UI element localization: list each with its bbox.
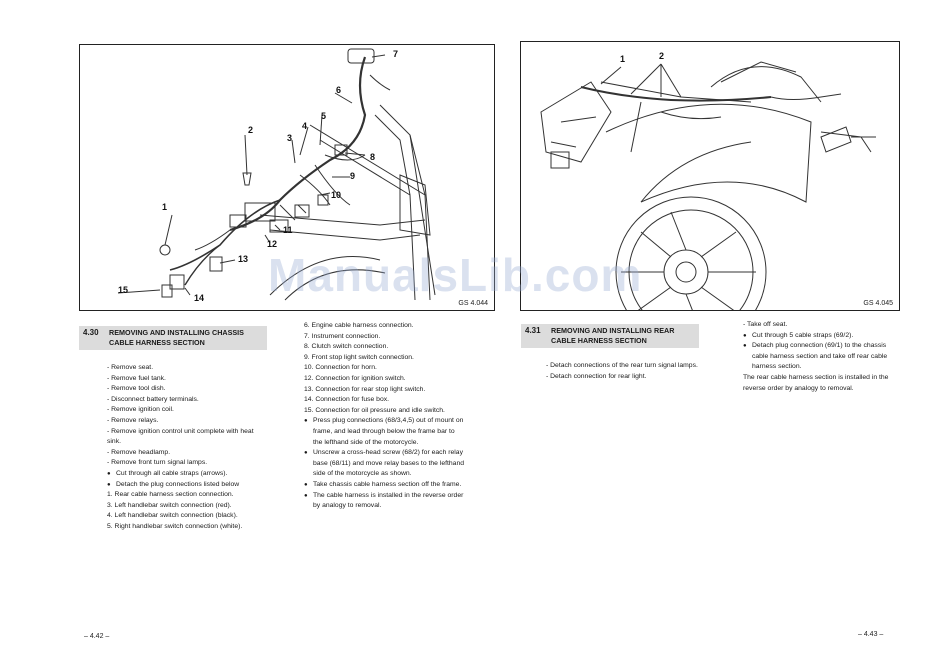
section-title-line2: CABLE HARNESS SECTION bbox=[109, 338, 205, 347]
step: - Detach connections of the rear turn si… bbox=[546, 362, 698, 369]
step: - Remove headlamp. bbox=[107, 448, 171, 456]
bullet: Cut through all cable straps (arrows). bbox=[107, 469, 265, 480]
step: - Disconnect battery terminals. bbox=[107, 395, 199, 403]
section-number: 4.31 bbox=[525, 326, 541, 335]
section-title-line1: REMOVING AND INSTALLING REAR bbox=[551, 326, 675, 335]
right-figure-rear-harness: 1 2 GS 4.045 bbox=[520, 41, 900, 311]
section-4-30-col1: - Remove seat. - Remove fuel tank. - Rem… bbox=[107, 363, 265, 533]
section-title-line2: CABLE HARNESS SECTION bbox=[551, 336, 647, 345]
rear-harness-drawing bbox=[540, 61, 876, 310]
chassis-harness-drawing bbox=[117, 48, 436, 301]
section-4-30-col2: 6. Engine cable harness connection. 7. I… bbox=[304, 321, 464, 512]
callout-5: 5 bbox=[321, 111, 327, 121]
numbered-item: 6. Engine cable harness connection. bbox=[304, 322, 414, 329]
closing-note: The rear cable harness section is instal… bbox=[743, 373, 889, 392]
numbered-item: 7. Instrument connection. bbox=[304, 332, 381, 340]
bullet: Unscrew a cross-head screw (68/2) for ea… bbox=[304, 448, 464, 480]
watermark: ManualsLib.com bbox=[268, 249, 643, 301]
page-number-left: – 4.42 – bbox=[84, 633, 110, 640]
callout-8: 8 bbox=[370, 152, 376, 162]
numbered-item: 15. Connection for oil pressure and idle… bbox=[304, 406, 445, 414]
step: - Remove ignition coil. bbox=[107, 406, 174, 414]
bullet: Press plug connections (68/3,4,5) out of… bbox=[304, 416, 464, 448]
callout-15: 15 bbox=[118, 285, 129, 295]
step: - Remove front turn signal lamps. bbox=[107, 459, 208, 467]
numbered-item: 13. Connection for rear stop light switc… bbox=[304, 385, 426, 393]
callout-2: 2 bbox=[248, 125, 254, 135]
step: - Remove seat. bbox=[107, 364, 154, 371]
callout-10: 10 bbox=[331, 190, 342, 200]
section-4-30-heading: 4.30 REMOVING AND INSTALLING CHASSIS CABL… bbox=[79, 326, 267, 350]
section-title-line1: REMOVING AND INSTALLING CHASSIS bbox=[109, 328, 244, 337]
step: - Take off seat. bbox=[743, 321, 788, 328]
callout-12: 12 bbox=[267, 239, 278, 249]
section-4-31-col2: - Take off seat. Cut through 5 cable str… bbox=[743, 320, 896, 394]
step: - Remove tool dish. bbox=[107, 385, 166, 393]
section-4-31-col1: - Detach connections of the rear turn si… bbox=[546, 361, 706, 382]
numbered-item: 5. Right handlebar switch connection (wh… bbox=[107, 522, 243, 530]
numbered-item: 1. Rear cable harness section connection… bbox=[107, 491, 234, 499]
bullet: The cable harness is installed in the re… bbox=[304, 491, 464, 512]
bullet: Detach the plug connections listed below bbox=[107, 480, 265, 491]
figure-code: GS 4.045 bbox=[863, 300, 893, 307]
step: - Remove relays. bbox=[107, 416, 159, 424]
numbered-item: 10. Connection for horn. bbox=[304, 364, 377, 372]
bullet: Take chassis cable harness section off t… bbox=[304, 480, 464, 491]
figure-code: GS 4.044 bbox=[458, 300, 488, 307]
step: - Detach connection for rear light. bbox=[546, 372, 647, 380]
callout-4: 4 bbox=[302, 121, 308, 131]
callout-1: 1 bbox=[162, 202, 168, 212]
bullet: Cut through 5 cable straps (69/2). bbox=[743, 331, 896, 342]
numbered-item: 8. Clutch switch connection. bbox=[304, 343, 389, 351]
callout-7: 7 bbox=[393, 49, 399, 59]
callout-6: 6 bbox=[336, 85, 342, 95]
numbered-item: 9. Front stop light switch connection. bbox=[304, 353, 414, 361]
numbered-item: 4. Left handlebar switch connection (bla… bbox=[107, 512, 238, 520]
callout-1: 1 bbox=[620, 54, 626, 64]
numbered-item: 3. Left handlebar switch connection (red… bbox=[107, 501, 232, 509]
callout-13: 13 bbox=[238, 254, 249, 264]
callout-14: 14 bbox=[194, 293, 205, 303]
page-number-right: – 4.43 – bbox=[858, 631, 884, 638]
callout-11: 11 bbox=[283, 225, 293, 235]
numbered-item: 14. Connection for fuse box. bbox=[304, 396, 390, 404]
step: - Remove ignition control unit complete … bbox=[107, 427, 254, 446]
bullet: Detach plug connection (69/1) to the cha… bbox=[743, 341, 896, 373]
numbered-item: 12. Connection for ignition switch. bbox=[304, 374, 406, 382]
section-number: 4.30 bbox=[83, 328, 99, 337]
step: - Remove fuel tank. bbox=[107, 374, 166, 382]
section-4-31-heading: 4.31 REMOVING AND INSTALLING REAR CABLE H… bbox=[521, 324, 699, 348]
left-figure-wiring-diagram: 7 6 2 3 4 5 8 9 10 11 12 1 13 14 15 GS 4… bbox=[79, 44, 495, 311]
callout-9: 9 bbox=[350, 171, 356, 181]
callout-3: 3 bbox=[287, 133, 293, 143]
callout-2: 2 bbox=[659, 51, 665, 61]
